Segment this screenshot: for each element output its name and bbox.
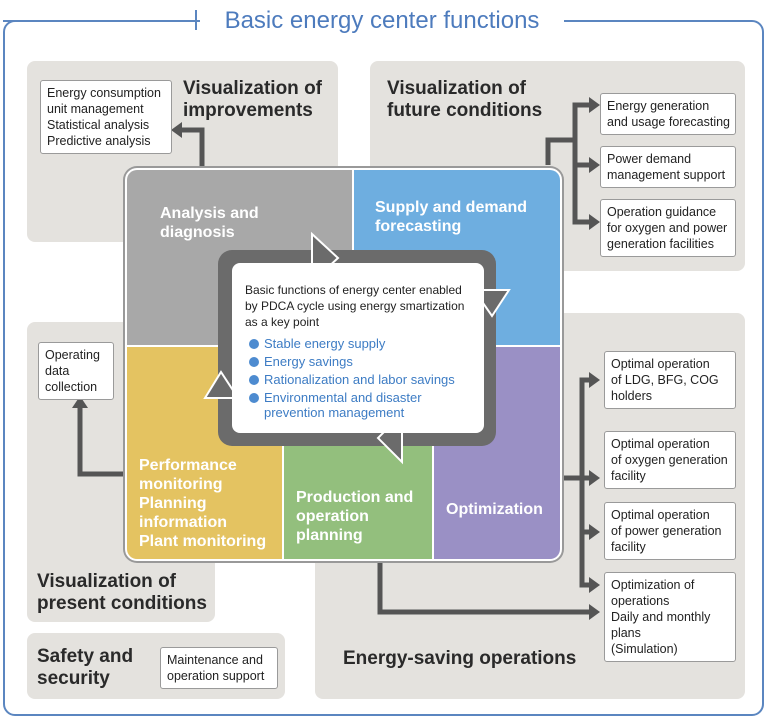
title-improvements: Visualization of improvements (183, 78, 323, 121)
bullet-item: Energy savings (248, 354, 484, 369)
title-energy-saving: Energy-saving operations (343, 648, 577, 669)
title-cap-left (195, 10, 197, 30)
center-heading: Basic functions of energy center enabled… (245, 283, 465, 329)
bullet-dot-icon (249, 357, 259, 367)
title-safety: Safety and security (37, 646, 134, 689)
bullet-dot-icon (249, 375, 259, 385)
title-present: Visualization of present conditions (37, 571, 207, 614)
title-rule-left (3, 20, 203, 22)
bullet-item: Stable energy supply (248, 336, 484, 351)
bullet-dot-icon (249, 339, 259, 349)
title-future: Visualization of future conditions (387, 78, 543, 121)
bullet-item: Rationalization and labor savings (248, 372, 484, 387)
diagram-title: Basic energy center functions (200, 4, 564, 38)
bullet-dot-icon (249, 393, 259, 403)
quad-title-optimization: Optimization (446, 501, 543, 518)
center-bullets: Stable energy supply Energy savings Rati… (248, 336, 484, 420)
pdca-cycle-content (232, 263, 484, 433)
